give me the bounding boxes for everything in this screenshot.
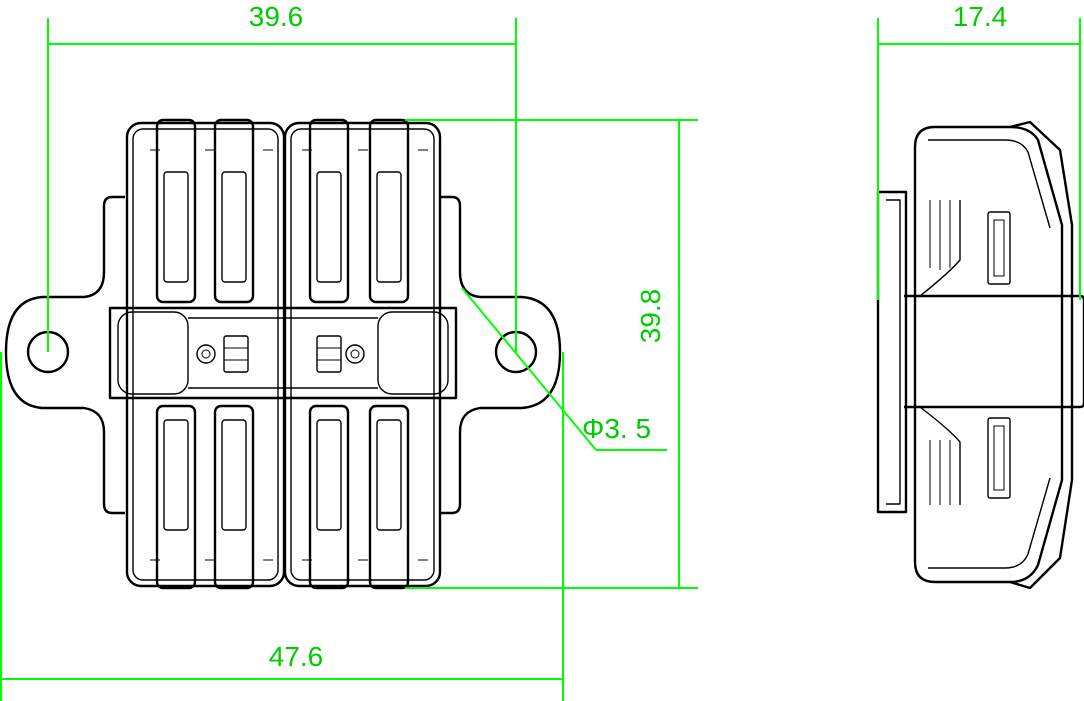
side-view bbox=[876, 120, 1084, 590]
dimension-47-6: 47.6 bbox=[0, 352, 564, 701]
front-view bbox=[4, 118, 562, 590]
lever-group-top bbox=[150, 118, 428, 304]
dimension-label-bottom-width: 47.6 bbox=[269, 641, 324, 672]
dimension-label-top-width: 39.6 bbox=[249, 1, 304, 32]
lever-group-bottom bbox=[150, 404, 428, 590]
dimension-label-height: 39.8 bbox=[635, 289, 666, 344]
dimension-39-8: 39.8 bbox=[405, 119, 698, 589]
dimension-label-hole: Φ3. 5 bbox=[582, 413, 651, 444]
dimension-39-6: 39.6 bbox=[47, 1, 517, 352]
dimension-17-4: 17.4 bbox=[877, 1, 1081, 300]
dimension-hole-diameter: Φ3. 5 bbox=[461, 287, 667, 451]
dimension-label-side-width: 17.4 bbox=[953, 1, 1008, 32]
